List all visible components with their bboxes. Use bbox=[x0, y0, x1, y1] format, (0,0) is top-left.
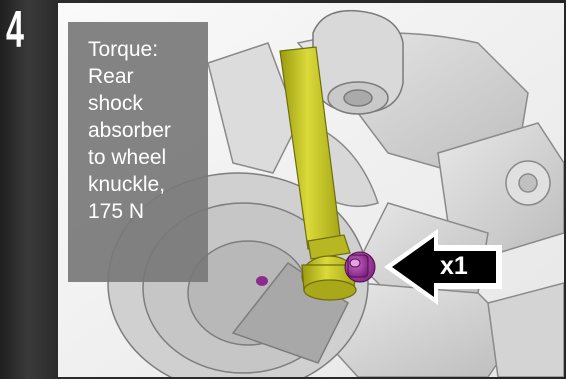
callout-line: 175 N bbox=[88, 198, 206, 225]
callout-line: absorber bbox=[88, 117, 206, 144]
fastener-bolt bbox=[345, 252, 375, 282]
callout-line: Rear bbox=[88, 63, 206, 90]
small-fastener bbox=[256, 276, 268, 286]
callout-line: shock bbox=[88, 90, 206, 117]
callout-line: to wheel bbox=[88, 144, 206, 171]
callout-line: knuckle, bbox=[88, 171, 206, 198]
torque-callout-text: Torque: Rear shock absorber to wheel knu… bbox=[88, 36, 206, 225]
shock-top-mount bbox=[313, 11, 403, 114]
callout-line: Torque: bbox=[88, 36, 206, 63]
quantity-label: x1 bbox=[440, 252, 468, 281]
step-number: 4 bbox=[6, 4, 23, 56]
